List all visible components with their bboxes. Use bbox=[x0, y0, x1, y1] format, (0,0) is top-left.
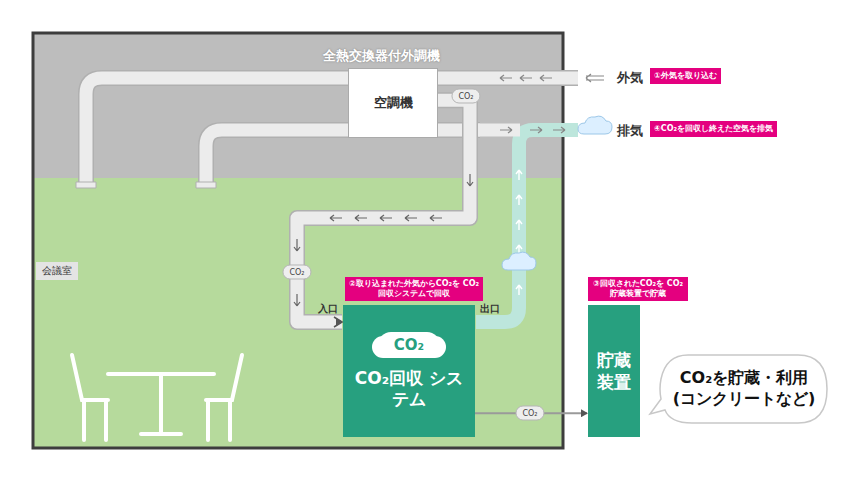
cloud-title: CO₂ bbox=[378, 332, 440, 358]
node-text: ④CO₂を回収し終えた空気を排気 bbox=[654, 124, 773, 134]
node-text: ①外気を取り込む bbox=[654, 71, 717, 81]
node-text: 貯蔵 装置 bbox=[596, 349, 632, 393]
node-text: CO₂を貯蔵・利用 (コンクリートなど) bbox=[666, 368, 822, 410]
exhaust-arrows bbox=[516, 170, 522, 295]
node-text: CO₂回収 システム bbox=[351, 368, 467, 411]
flow-label: 入口 bbox=[318, 302, 338, 316]
building-frame bbox=[33, 33, 563, 448]
air-conditioner-box: 空調機 bbox=[348, 68, 438, 138]
co2-cloud-label: CO₂ bbox=[515, 406, 544, 421]
callout-step: ①外気を取り込む bbox=[650, 68, 721, 84]
co2-cloud-label: CO₂ bbox=[282, 265, 311, 280]
callout-step: ③回収されたCO₂を CO₂貯蔵装置で貯蔵 bbox=[588, 277, 688, 301]
table-and-chairs bbox=[72, 355, 242, 440]
node-text: 会議室 bbox=[36, 262, 78, 280]
callout-step: ④CO₂を回収し終えた空気を排気 bbox=[650, 121, 777, 137]
clean-air-cloud bbox=[502, 116, 612, 270]
speech-bubble: CO₂を貯蔵・利用 (コンクリートなど) bbox=[648, 352, 830, 426]
flow-label: 排気 bbox=[617, 122, 643, 140]
flow-label: 出口 bbox=[480, 302, 500, 316]
co2-capture-system: CO₂ CO₂回収 システム bbox=[343, 305, 475, 437]
flow-label: 外気 bbox=[617, 69, 643, 87]
storage-unit: 貯蔵 装置 bbox=[588, 305, 640, 437]
roof-band bbox=[33, 33, 563, 178]
node-text: 空調機 bbox=[374, 94, 413, 112]
callout-step: ②取り込まれた外気からCO₂を CO₂回収システムで回収 bbox=[345, 277, 483, 301]
roof-band: 全熱交換器付外調機空調機 bbox=[33, 33, 563, 178]
intake-duct bbox=[76, 78, 578, 188]
node-text: ②取り込まれた外気からCO₂を CO₂回収システムで回収 bbox=[349, 279, 479, 299]
node-text: ③回収されたCO₂を CO₂貯蔵装置で貯蔵 bbox=[592, 279, 684, 299]
node-text: 全熱交換器付外調機 bbox=[323, 47, 440, 65]
co2-cloud-label: CO₂ bbox=[451, 89, 480, 104]
exhaust-duct bbox=[470, 130, 578, 322]
